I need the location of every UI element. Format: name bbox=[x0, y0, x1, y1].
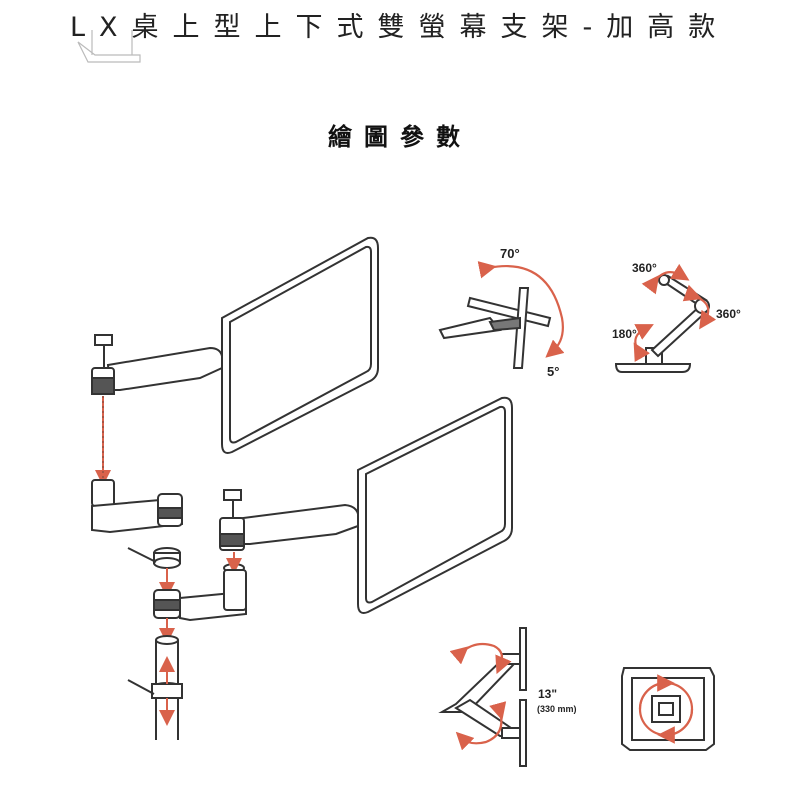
tilt-arc bbox=[477, 261, 565, 358]
page-title: LX桌上型上下式雙螢幕支架-加高款 bbox=[70, 12, 730, 43]
tilt-up-label: 70° bbox=[500, 246, 520, 261]
section-title: 繪圖參數 bbox=[328, 123, 472, 151]
monitor-rotation-detail bbox=[621, 667, 715, 751]
spacer-ring bbox=[127, 547, 245, 573]
title-stand-sketch bbox=[77, 30, 141, 63]
lower-arm bbox=[153, 569, 247, 622]
lift-arc-lower bbox=[455, 701, 507, 751]
tilt-detail bbox=[438, 287, 552, 369]
bottom-monitor bbox=[357, 396, 513, 614]
lift-range-mm-label: (330 mm) bbox=[537, 704, 577, 714]
second-arm bbox=[219, 489, 359, 551]
lift-detail bbox=[438, 627, 527, 767]
top-arm bbox=[91, 334, 223, 395]
tilt-down-label: 5° bbox=[547, 364, 559, 379]
pole bbox=[127, 635, 183, 740]
rotation-top-label: 360° bbox=[632, 261, 657, 275]
rotation-arc-top bbox=[641, 263, 690, 295]
top-monitor bbox=[221, 236, 379, 454]
rotation-right-label: 360° bbox=[716, 307, 741, 321]
rotation-arc-right bbox=[682, 284, 717, 330]
rotation-detail bbox=[614, 274, 710, 373]
rotation-base-label: 180° bbox=[612, 327, 637, 341]
lift-arc-upper bbox=[449, 642, 512, 675]
rotation-arc-base bbox=[633, 324, 654, 363]
middle-arm-left bbox=[91, 479, 183, 534]
lift-range-label: 13" bbox=[538, 687, 557, 701]
